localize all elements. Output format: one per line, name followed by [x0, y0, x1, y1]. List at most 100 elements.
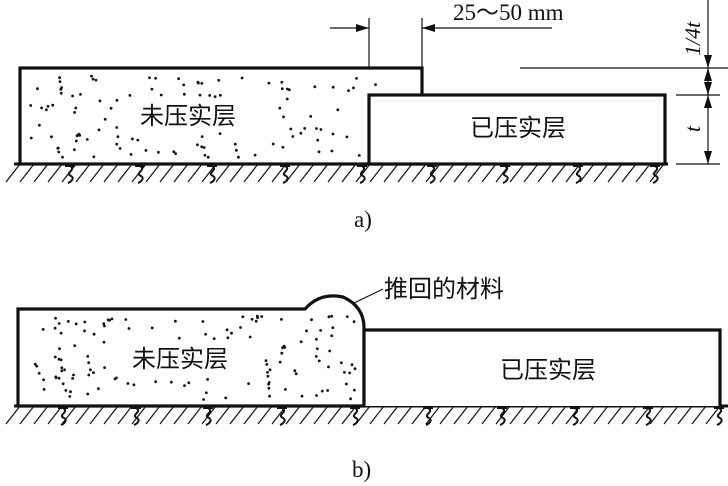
texture-dot	[299, 131, 303, 135]
texture-dot	[250, 317, 254, 321]
caption-b: b)	[352, 457, 371, 482]
texture-dot	[118, 147, 122, 150]
texture-dot	[106, 318, 110, 322]
texture-dot	[226, 336, 230, 340]
hatch-line	[481, 405, 497, 425]
texture-dot	[58, 347, 61, 351]
thickness-dimension-a: t 1/4t	[520, 0, 728, 165]
texture-dot	[73, 344, 77, 347]
texture-dot	[300, 394, 304, 398]
hatch-line	[439, 163, 455, 183]
hatch-line	[187, 405, 203, 425]
hatch-line	[593, 163, 609, 183]
texture-dot	[315, 394, 318, 397]
hatch-line	[495, 405, 511, 425]
texture-dot	[313, 85, 317, 89]
texture-dot	[37, 371, 41, 375]
texture-dot	[328, 349, 332, 353]
anchor-mark	[280, 165, 290, 184]
texture-dot	[40, 106, 43, 110]
hatch-line	[159, 405, 175, 425]
texture-dot	[159, 93, 163, 97]
texture-dot	[200, 145, 204, 149]
hatch-line	[579, 163, 595, 183]
hatch-line	[607, 163, 623, 183]
texture-dot	[71, 377, 74, 380]
texture-dot	[284, 388, 287, 391]
hatch-line	[257, 405, 273, 425]
texture-dot	[103, 366, 106, 369]
texture-dot	[66, 320, 70, 323]
texture-dot	[293, 369, 297, 373]
hatch-line	[607, 405, 623, 425]
hatch-line	[75, 163, 91, 183]
hatch-line	[621, 405, 637, 425]
texture-dot	[136, 138, 140, 142]
hatch-line	[215, 163, 231, 183]
texture-dot	[57, 376, 61, 380]
texture-dot	[331, 132, 335, 136]
texture-dot	[237, 155, 240, 159]
hatch-line	[369, 405, 385, 425]
hatch-line	[145, 405, 161, 425]
anchor-mark	[65, 165, 75, 184]
texture-dot	[46, 104, 50, 108]
texture-dot	[213, 95, 217, 98]
texture-dot	[348, 371, 351, 375]
gap-dimension-a: 25～50 mm	[330, 0, 564, 68]
texture-dot	[267, 386, 271, 390]
texture-dot	[148, 76, 151, 80]
hatch-line	[173, 405, 189, 425]
texture-dot	[51, 103, 55, 107]
texture-dot	[330, 149, 334, 153]
hatch-line	[369, 163, 385, 183]
texture-dot	[58, 76, 61, 80]
hatch-line	[579, 405, 595, 425]
texture-dot	[285, 97, 289, 101]
texture-dot	[98, 99, 102, 103]
texture-dot	[268, 368, 272, 372]
hatch-line	[467, 405, 483, 425]
texture-dot	[68, 395, 72, 398]
texture-dot	[113, 377, 117, 381]
uncompacted-label-a: 未压实层	[140, 102, 236, 130]
texture-dot	[109, 106, 113, 110]
pushed-back-leader	[351, 288, 384, 305]
hatch-line	[439, 405, 455, 425]
texture-dot	[182, 92, 186, 96]
texture-dot	[83, 320, 87, 324]
texture-dot	[59, 331, 63, 335]
texture-dot	[305, 329, 308, 333]
texture-dot	[75, 134, 79, 138]
hatch-line	[551, 405, 567, 425]
texture-dot	[315, 337, 318, 341]
texture-dot	[154, 76, 158, 80]
texture-dot	[71, 94, 74, 98]
hatch-line	[593, 405, 609, 425]
hatch-line	[47, 163, 63, 183]
hatch-line	[33, 405, 49, 425]
hatch-line	[523, 405, 539, 425]
hatch-line	[453, 163, 469, 183]
texture-dot	[87, 361, 91, 365]
texture-dot	[255, 314, 259, 318]
texture-dot	[278, 106, 282, 110]
hatch-line	[453, 405, 469, 425]
anchor-mark	[573, 165, 583, 184]
anchor-mark	[277, 407, 287, 426]
caption-a: a)	[354, 207, 372, 232]
texture-dot	[103, 117, 107, 121]
texture-dot	[198, 93, 202, 97]
texture-dot	[103, 324, 106, 328]
texture-dot	[29, 104, 33, 107]
texture-dot	[278, 360, 282, 364]
texture-dot	[309, 115, 313, 118]
texture-dot	[310, 318, 313, 322]
anchor-mark	[135, 165, 145, 184]
texture-dot	[303, 126, 307, 130]
hatch-line	[635, 163, 651, 183]
texture-dot	[94, 78, 98, 82]
texture-dot	[60, 366, 64, 370]
texture-dot	[77, 132, 81, 136]
texture-dot	[74, 139, 78, 143]
